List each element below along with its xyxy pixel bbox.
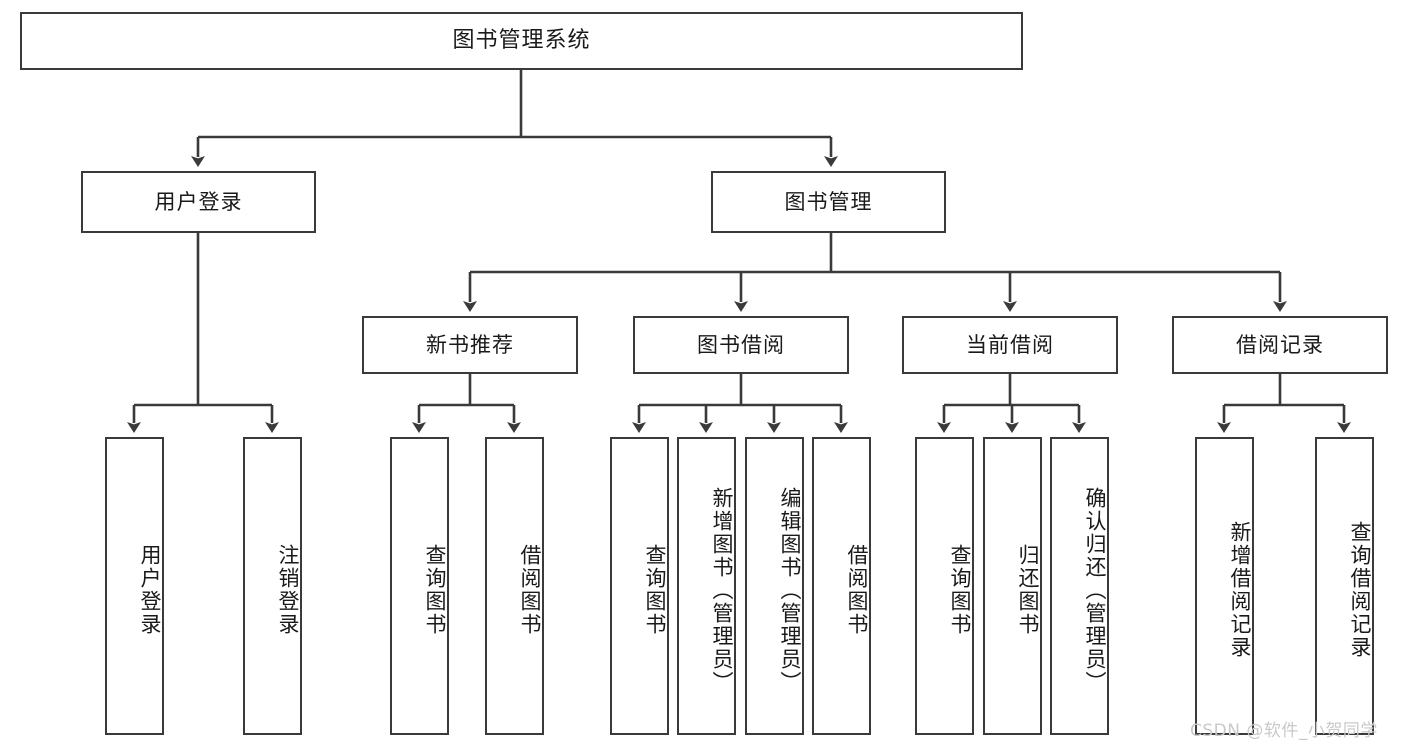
node-root-system[interactable]: 图书管理系统 <box>20 12 1023 70</box>
node-leaf-query-book-3[interactable]: 查询图书 <box>915 437 974 735</box>
watermark-text: CSDN @软件_小贺同学 <box>1190 721 1378 741</box>
node-borrow-record[interactable]: 借阅记录 <box>1172 316 1388 374</box>
node-new-book-recommend[interactable]: 新书推荐 <box>362 316 578 374</box>
node-user-login[interactable]: 用户登录 <box>81 171 316 233</box>
node-current-borrow[interactable]: 当前借阅 <box>902 316 1118 374</box>
node-leaf-return-book[interactable]: 归还图书 <box>983 437 1042 735</box>
node-leaf-query-record[interactable]: 查询借阅记录 <box>1315 437 1374 735</box>
node-book-manage[interactable]: 图书管理 <box>711 171 946 233</box>
node-leaf-confirm-return[interactable]: 确认归还（管理员） <box>1050 437 1109 735</box>
node-leaf-query-book-1[interactable]: 查询图书 <box>390 437 449 735</box>
node-leaf-add-record[interactable]: 新增借阅记录 <box>1195 437 1254 735</box>
node-leaf-edit-book[interactable]: 编辑图书（管理员） <box>745 437 804 735</box>
node-leaf-logout[interactable]: 注销登录 <box>243 437 302 735</box>
node-leaf-add-book[interactable]: 新增图书（管理员） <box>677 437 736 735</box>
node-leaf-user-login[interactable]: 用户登录 <box>105 437 164 735</box>
node-leaf-query-book-2[interactable]: 查询图书 <box>610 437 669 735</box>
node-leaf-borrow-book-1[interactable]: 借阅图书 <box>485 437 544 735</box>
node-book-borrow[interactable]: 图书借阅 <box>633 316 849 374</box>
node-leaf-borrow-book-2[interactable]: 借阅图书 <box>812 437 871 735</box>
